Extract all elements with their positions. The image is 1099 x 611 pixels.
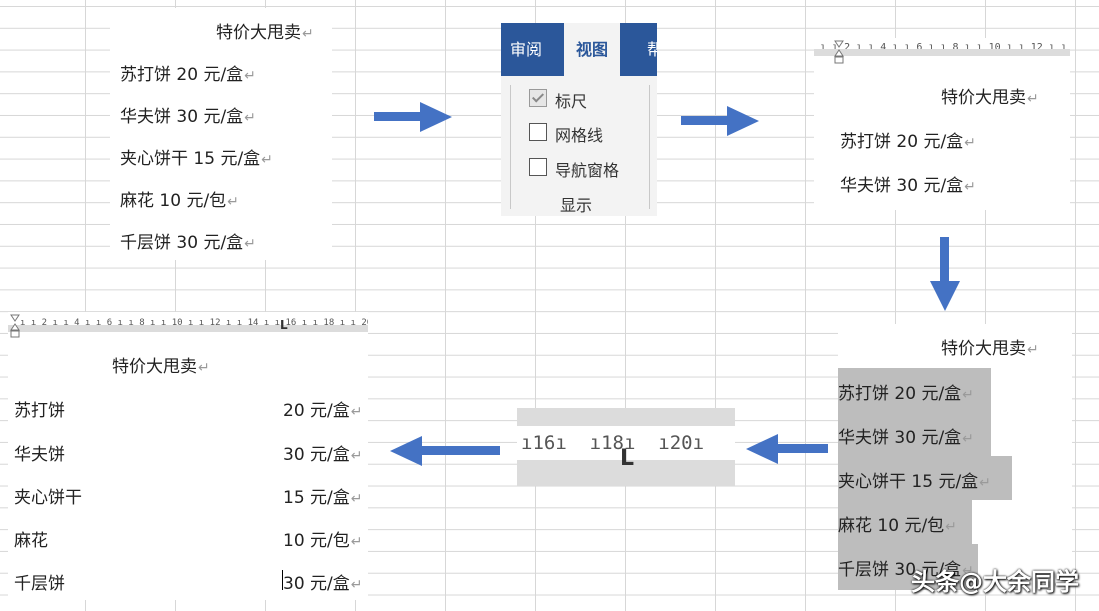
doc-line: 夹心饼干 15 元/盒↵ [120,149,273,169]
item-name: 麻花 [14,531,48,551]
panel-ruler-zoom: ı16ı ı18ı ı20ı L [517,408,735,486]
checkbox-checked-icon[interactable] [529,89,547,107]
doc-title: 特价大甩卖↵ [941,88,1039,108]
text-cursor [282,570,283,590]
horizontal-ruler[interactable]: ı ı 2 ı ı 4 ı ı 6 ı ı 8 ı ı 10 ı ı 12 ı … [8,314,368,332]
doc-line: 麻花 10 元/包↵ [120,191,239,211]
selection-highlight [838,456,1012,500]
item-price: 20 元/盒↵ [283,401,363,421]
doc-line: 麻花 10 元/包↵ [838,516,957,536]
ruler-zoom-strip[interactable]: ı16ı ı18ı ı20ı [517,426,735,460]
arrow-right-icon [681,106,759,136]
tab-help[interactable]: 帮 [647,40,657,59]
arrow-down-icon [930,237,960,311]
navigation-pane-label: 导航窗格 [555,161,620,180]
tab-view[interactable]: 视图 [564,23,621,76]
watermark: 头条@大余同学 [911,568,1079,596]
indent-marker-icon[interactable] [10,314,20,340]
item-price: 15 元/盒↵ [283,488,363,508]
doc-line: 千层饼 30 元/盒↵ [838,560,974,580]
checkbox-icon[interactable] [529,123,547,141]
item-name: 华夫饼 [14,445,65,465]
ribbon-tab-bar: 审阅 视图 帮 [501,23,657,76]
tab-review[interactable]: 审阅 [510,40,543,59]
doc-line: 千层饼 30 元/盒↵ [120,233,256,253]
selection-highlight [838,544,978,590]
indent-marker-icon[interactable] [834,40,844,66]
doc-line: 苏打饼 20 元/盒↵ [120,65,256,85]
doc-line: 华夫饼 30 元/盒↵ [120,107,256,127]
ruler-label: 标尺 [555,92,588,111]
panel-original-text: 特价大甩卖↵ 苏打饼 20 元/盒↵ 华夫饼 30 元/盒↵ 夹心饼干 15 元… [110,8,332,260]
item-price: 30 元/盒↵ [283,574,363,594]
item-price: 30 元/盒↵ [283,445,363,465]
gridlines-label: 网格线 [555,126,604,145]
group-divider-right [649,85,650,209]
arrow-right-icon [374,102,452,132]
item-name: 夹心饼干 [14,488,82,508]
item-price: 10 元/包↵ [283,531,363,551]
tab-stop-marker[interactable]: L [280,318,288,332]
panel-final-result: ı ı 2 ı ı 4 ı ı 6 ı ı 8 ı ı 10 ı ı 12 ı … [8,312,368,600]
doc-title: 特价大甩卖↵ [112,357,210,377]
item-name: 苏打饼 [14,401,65,421]
ribbon-view-panel: 审阅 视图 帮 标尺 网格线 导航窗格 显示 [501,23,657,216]
selection-highlight [838,368,991,412]
doc-line: 苏打饼 20 元/盒↵ [838,384,974,404]
panel-text-selected: 特价大甩卖↵ 苏打饼 20 元/盒↵ 华夫饼 30 元/盒↵ 夹心饼干 15 元… [838,324,1072,590]
tab-stop-marker[interactable]: L [620,446,635,471]
group-divider-left [510,85,511,209]
doc-line: 华夫饼 30 元/盒↵ [840,176,976,196]
selection-highlight [838,500,972,544]
doc-title: 特价大甩卖↵ [941,339,1039,359]
selection-highlight [838,412,991,456]
arrow-left-icon [746,434,828,464]
arrow-left-icon [390,436,500,466]
doc-line: 华夫饼 30 元/盒↵ [838,428,974,448]
item-name: 千层饼 [14,574,65,594]
panel-ruler-shown: ı ı 2 ı ı 4 ı ı 6 ı ı 8 ı ı 10 ı ı 12 ı … [814,38,1070,210]
doc-line: 苏打饼 20 元/盒↵ [840,132,976,152]
group-label-show: 显示 [560,196,593,215]
doc-line: 夹心饼干 15 元/盒↵ [838,472,991,492]
horizontal-ruler[interactable]: ı ı 2 ı ı 4 ı ı 6 ı ı 8 ı ı 10 ı ı 12 ı … [814,40,1070,56]
checkbox-icon[interactable] [529,158,547,176]
doc-title: 特价大甩卖↵ [216,23,314,43]
